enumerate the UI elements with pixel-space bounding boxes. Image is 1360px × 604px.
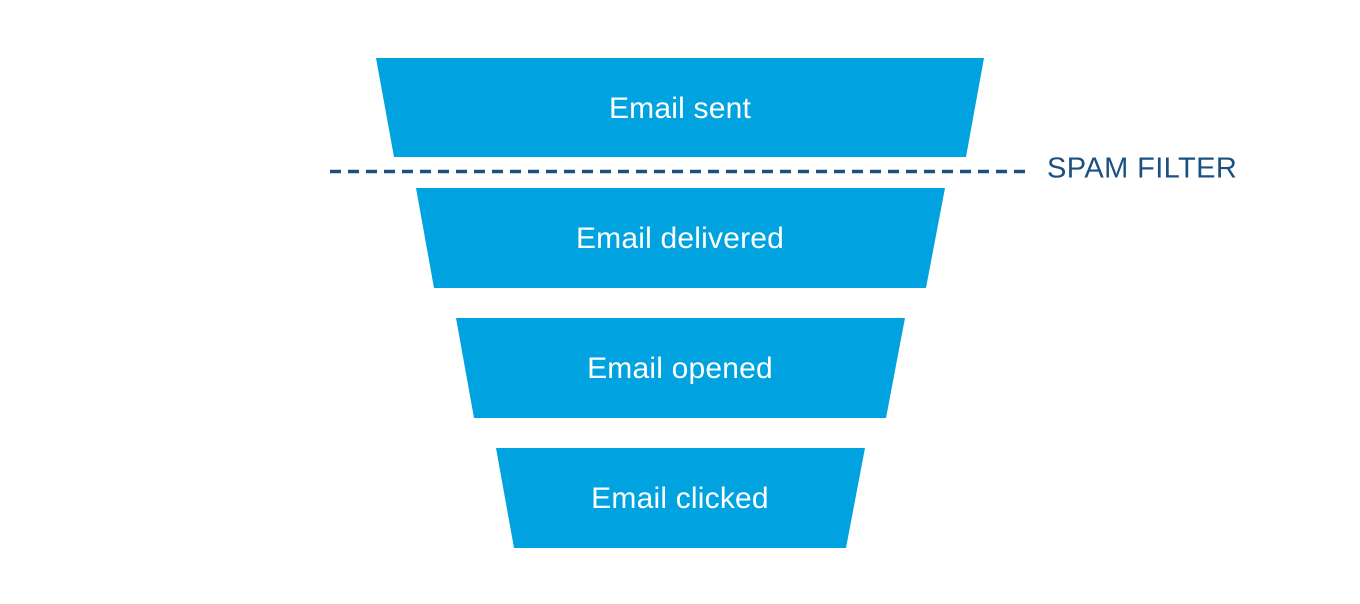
funnel-stage-1-label: Email sent	[609, 92, 752, 125]
spam-filter-label: SPAM FILTER	[1047, 153, 1237, 185]
funnel-stage-1-shape[interactable]	[376, 58, 984, 157]
funnel-stage-3[interactable]: Email opened	[456, 318, 905, 418]
funnel-stage-2[interactable]: Email delivered	[416, 188, 945, 288]
funnel-stage-4[interactable]: Email clicked	[496, 448, 865, 548]
funnel-stage-3-label: Email opened	[587, 352, 773, 385]
funnel-stage-4-shape[interactable]	[496, 448, 865, 548]
funnel-stage-4-label: Email clicked	[591, 482, 769, 515]
spam-filter-divider: SPAM FILTER	[330, 153, 1237, 185]
funnel-stage-2-shape[interactable]	[416, 188, 945, 288]
funnel-stage-1[interactable]: Email sent	[376, 58, 984, 157]
funnel-stage-2-label: Email delivered	[576, 222, 784, 255]
funnel-stage-3-shape[interactable]	[456, 318, 905, 418]
